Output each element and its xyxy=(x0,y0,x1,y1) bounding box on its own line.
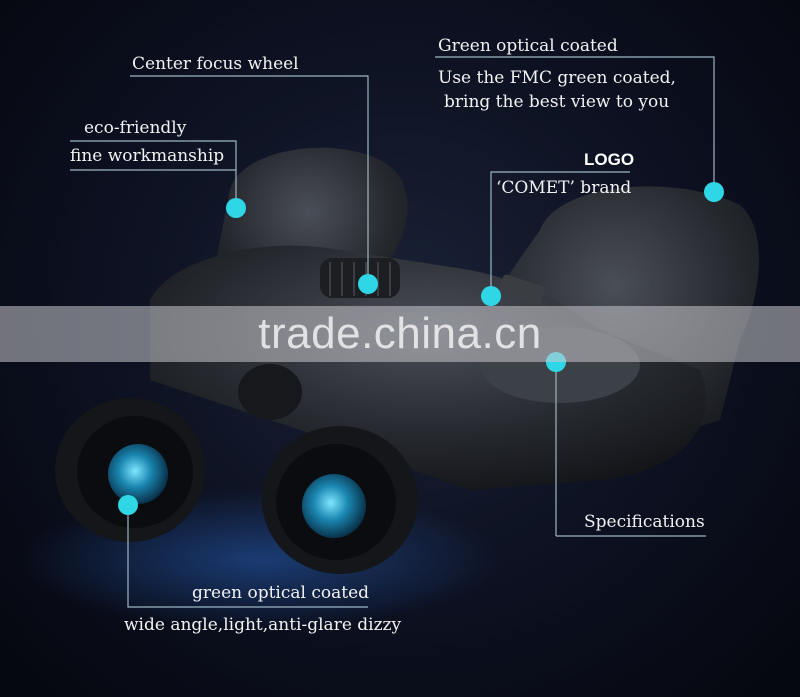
workmanship-label: fine workmanship xyxy=(70,146,225,166)
center-focus-label: Center focus wheel xyxy=(132,54,299,74)
bottom-dot xyxy=(118,495,138,515)
bottom-wide-angle-label: wide angle,light,anti-glare dizzy xyxy=(124,615,402,635)
logo-leader xyxy=(490,171,630,296)
specifications-label: Specifications xyxy=(584,512,705,532)
bottom-green-label: green optical coated xyxy=(192,583,370,603)
brand-badge xyxy=(498,274,546,306)
green-optical-line2: bring the best view to you xyxy=(444,92,670,112)
watermark-band xyxy=(0,306,800,362)
green-dot xyxy=(704,182,724,202)
focus-dot xyxy=(358,274,378,294)
left-lens xyxy=(108,444,168,504)
comet-brand-label: ‘COMET’ brand xyxy=(496,178,632,198)
green-top-leader xyxy=(435,56,715,192)
eco-dot xyxy=(226,198,246,218)
right-lens xyxy=(302,474,366,538)
center-knob xyxy=(238,364,302,420)
watermark-text: trade.china.cn xyxy=(258,309,542,358)
eco-friendly-label: eco-friendly xyxy=(84,118,187,138)
center-focus-leader xyxy=(130,75,369,284)
callout-dots xyxy=(118,182,724,515)
eco-leader xyxy=(70,140,237,208)
bottom-leader xyxy=(127,505,368,608)
logo-dot xyxy=(481,286,501,306)
leader-lines xyxy=(70,56,715,608)
green-optical-title: Green optical coated xyxy=(438,36,618,56)
green-optical-line1: Use the FMC green coated, xyxy=(438,68,676,88)
logo-label: LOGO xyxy=(584,150,635,169)
